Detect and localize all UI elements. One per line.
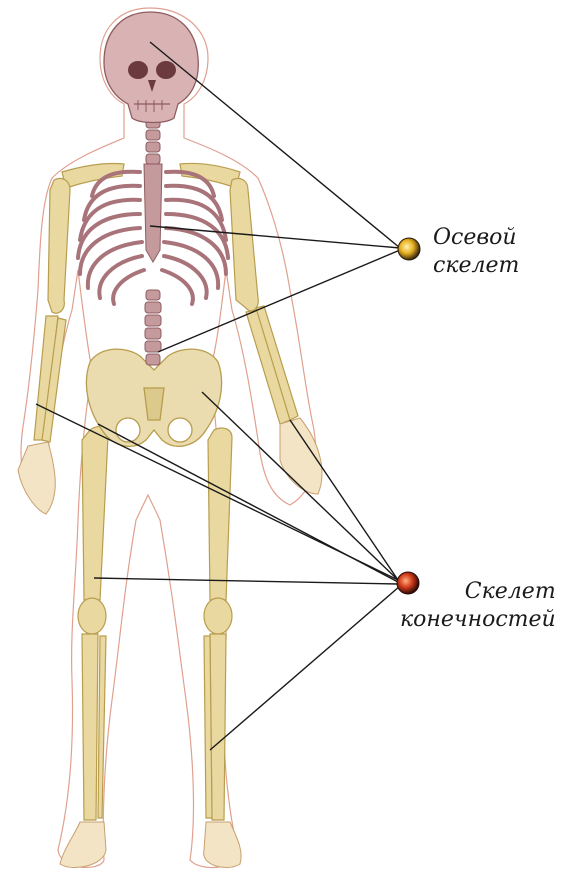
axial-label-line2: скелет [433,252,519,280]
foot-bones-icon [60,822,241,868]
axial-label-line1: Осевой [433,224,519,252]
axial-skeleton-label: Осевой скелет [433,224,519,280]
sternum [144,164,162,262]
axial-marker [398,238,420,260]
leg-bones-icon [78,427,232,820]
appendicular-skeleton-label: Скелет конечностей [400,578,556,634]
limbs-label-line2: конечностей [400,606,556,634]
limbs-label-line1: Скелет [400,578,556,606]
